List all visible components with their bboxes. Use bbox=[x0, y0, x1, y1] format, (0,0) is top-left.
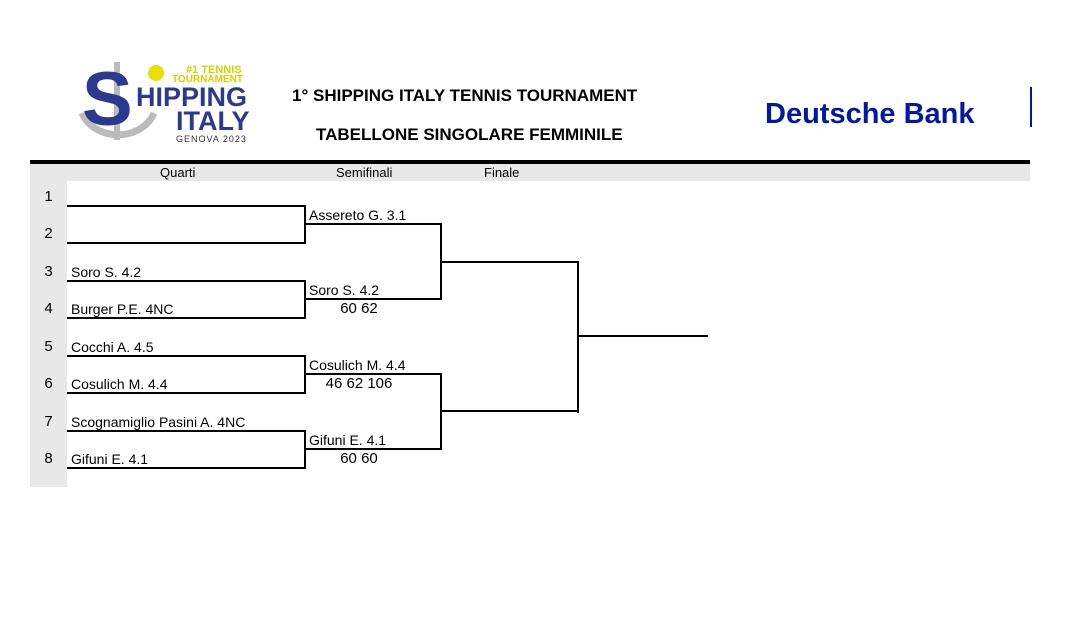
final-line bbox=[441, 261, 579, 263]
quarter-player: Soro S. 4.2 bbox=[71, 264, 142, 280]
anchor-icon bbox=[78, 62, 164, 140]
final-connector bbox=[577, 261, 579, 413]
quarter-line bbox=[67, 242, 305, 244]
page-title: 1° SHIPPING ITALY TENNIS TOURNAMENT bbox=[292, 86, 638, 105]
semi-player: Gifuni E. 4.1 bbox=[309, 432, 387, 448]
final-line bbox=[441, 410, 579, 412]
round-header-band bbox=[30, 164, 1030, 181]
slot-number: 4 bbox=[44, 300, 53, 317]
semi-score: 46 62 106 bbox=[325, 375, 393, 392]
sponsor-divider bbox=[1030, 87, 1032, 127]
shipping-italy-logo: S #1 TENNIS TOURNAMENT HIPPING ITALY GEN… bbox=[74, 57, 264, 148]
header-rule bbox=[30, 160, 1030, 164]
winner-line bbox=[578, 335, 708, 337]
semi-score: 60 60 bbox=[340, 450, 378, 467]
quarter-player: Gifuni E. 4.1 bbox=[71, 451, 149, 467]
quarter-player: Burger P.E. 4NC bbox=[71, 301, 174, 317]
quarter-line bbox=[67, 467, 305, 469]
quarter-line bbox=[67, 205, 305, 207]
quarter-line bbox=[67, 392, 305, 394]
slot-number: 3 bbox=[44, 263, 53, 280]
round-header-semifinali: Semifinali bbox=[336, 165, 393, 180]
semi-line bbox=[305, 448, 442, 450]
page-subtitle: TABELLONE SINGOLARE FEMMINILE bbox=[316, 125, 623, 144]
quarter-player: Scognamiglio Pasini A. 4NC bbox=[71, 414, 246, 430]
quarter-line bbox=[67, 317, 305, 319]
round-header-finale: Finale bbox=[484, 165, 520, 180]
semi-line bbox=[305, 298, 442, 300]
semi-player: Cosulich M. 4.4 bbox=[309, 357, 406, 373]
slot-number: 2 bbox=[44, 225, 53, 242]
semi-player: Assereto G. 3.1 bbox=[309, 207, 407, 223]
quarter-line bbox=[67, 280, 305, 282]
round-header-quarti: Quarti bbox=[160, 165, 196, 180]
sponsor-logo: Deutsche Bank bbox=[765, 98, 975, 130]
quarter-line bbox=[67, 430, 305, 432]
quarter-player: Cocchi A. 4.5 bbox=[71, 339, 154, 355]
semi-score: 60 62 bbox=[340, 300, 378, 317]
slot-number: 5 bbox=[44, 338, 53, 355]
slot-column bbox=[30, 181, 67, 487]
quarter-line bbox=[67, 355, 305, 357]
slot-number: 8 bbox=[44, 450, 53, 467]
semi-line bbox=[305, 223, 442, 225]
semi-line bbox=[305, 373, 442, 375]
quarter-player: Cosulich M. 4.4 bbox=[71, 376, 168, 392]
semi-player: Soro S. 4.2 bbox=[309, 282, 380, 298]
slot-number: 6 bbox=[44, 375, 53, 392]
slot-number: 1 bbox=[44, 188, 53, 205]
slot-number: 7 bbox=[44, 413, 53, 430]
